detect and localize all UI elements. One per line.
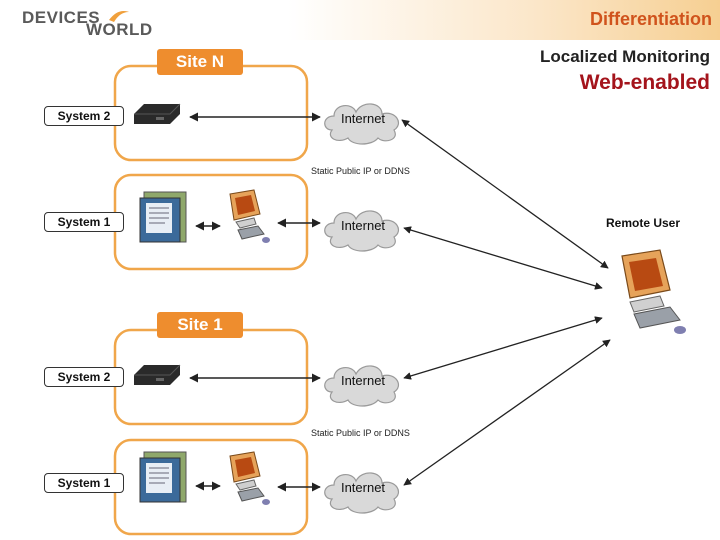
site-1-system-1-label: System 1 xyxy=(44,473,124,493)
arrow-remote-4 xyxy=(403,339,611,486)
static-ip-note: Static Public IP or DDNS xyxy=(311,166,410,176)
site-n-tab: Site N xyxy=(157,49,243,75)
arrow-remote-2 xyxy=(403,226,603,290)
static-ip-note: Static Public IP or DDNS xyxy=(311,428,410,438)
control-panel-icon xyxy=(139,451,187,503)
computer-icon xyxy=(229,451,270,505)
devices-world-logo: DEVICES WORLD xyxy=(0,0,200,40)
logo-line-1: DEVICES xyxy=(22,8,101,27)
remote-computer-icon xyxy=(621,249,686,334)
site-1-tab: Site 1 xyxy=(157,312,243,338)
site-n-system-2-label: System 2 xyxy=(44,106,124,126)
site-n-system-1-label: System 1 xyxy=(44,212,124,232)
logo-swoosh-icon xyxy=(109,11,129,22)
computer-icon xyxy=(229,189,270,243)
subtitle-web-enabled: Web-enabled xyxy=(579,71,710,94)
remote-user-label: Remote User xyxy=(606,216,681,230)
subtitle-localized-monitoring: Localized Monitoring xyxy=(540,47,710,66)
logo-line-2: WORLD xyxy=(86,20,153,39)
internet-cloud-icon xyxy=(324,210,399,252)
site-1-system-2-label: System 2 xyxy=(44,367,124,387)
cloud-label: Internet xyxy=(340,480,386,495)
dvr-device-icon xyxy=(134,103,181,124)
page-title: Differentiation xyxy=(589,9,712,29)
internet-cloud-icon xyxy=(324,472,399,514)
control-panel-icon xyxy=(139,191,187,243)
cloud-label: Internet xyxy=(340,111,386,126)
internet-cloud-icon xyxy=(324,103,399,145)
dvr-device-icon xyxy=(134,364,181,385)
header-band xyxy=(0,0,720,40)
arrow-remote-1 xyxy=(401,119,609,269)
cloud-label: Internet xyxy=(340,218,386,233)
cloud-label: Internet xyxy=(340,373,386,388)
arrow-remote-3 xyxy=(403,316,603,380)
internet-cloud-icon xyxy=(324,365,399,407)
